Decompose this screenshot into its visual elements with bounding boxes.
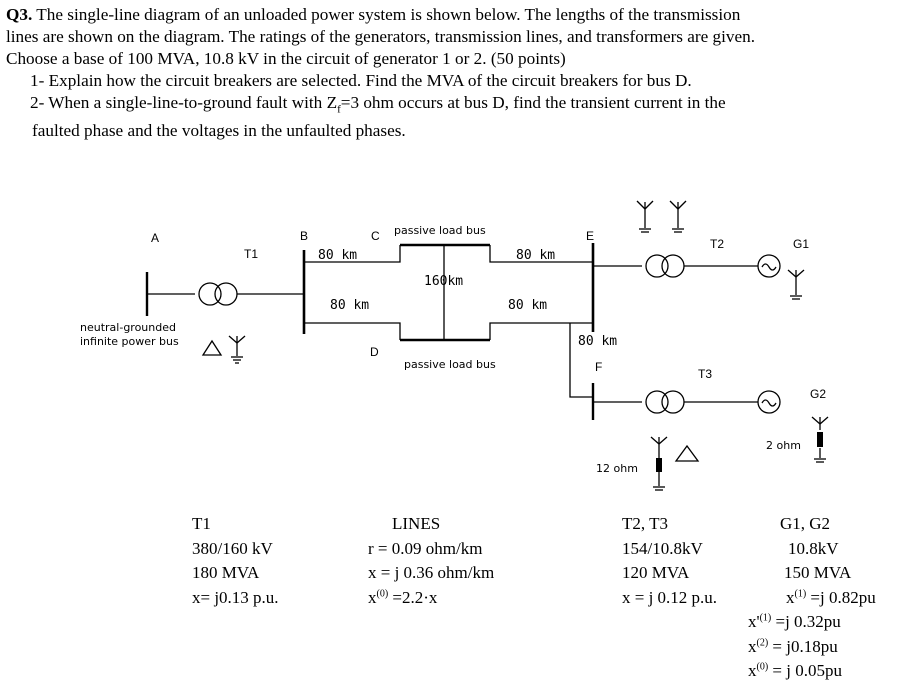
bus-b-label: B [300,229,308,243]
question-text: Q3. The single-line diagram of an unload… [6,4,918,142]
transformer-t3 [645,390,685,414]
bus-f-label: F [595,360,602,374]
bus-a-label: A [151,231,159,245]
g2-label: G2 [810,387,826,401]
t2-wye-symbols [636,200,687,233]
single-line-diagram: A T1 B C passive load bus 80 km 160km 80… [80,200,829,491]
g2-ground-resistance-label: 2 ohm [766,439,801,452]
line-e-f-length: 80 km [578,334,617,349]
t2-t3-ratings: T2, T3 154/10.8kV 120 MVA x = j 0.12 p.u… [622,514,718,607]
line-d-e [489,322,593,340]
bus-c-label: C [371,229,380,243]
question-item-2: 2- When a single-line-to-ground fault wi… [30,93,726,116]
question-item-1: 1- Explain how the circuit breakers are … [30,71,692,90]
line-d-e-length: 80 km [508,298,547,313]
infinite-bus-label-2: infinite power bus [80,335,179,348]
generator-g2 [757,390,781,414]
line-ratings: LINES r = 0.09 ohm/km x = j 0.36 ohm/km … [368,514,495,607]
infinite-bus-label-1: neutral-grounded [80,321,176,334]
question-line: faulted phase and the voltages in the un… [32,121,406,141]
line-e-f [569,323,593,398]
t1-label: T1 [244,247,258,261]
bus-e-label: E [586,229,594,243]
passive-load-bus-top-label: passive load bus [394,224,486,237]
line-b-d-length: 80 km [330,298,369,313]
g2-ground-symbol [811,416,829,463]
t3-ground-resistance-label: 12 ohm [596,462,638,475]
generator-g1 [757,254,781,278]
question-number: Q3. [6,5,33,24]
t2-label: T2 [710,237,724,251]
t3-label: T3 [698,367,712,381]
g2-ground-resistor [817,432,823,447]
line-b-d [304,322,401,340]
passive-load-bus-bottom-label: passive load bus [404,358,496,371]
question-line: lines are shown on the diagram. The rati… [6,27,756,46]
g1-label: G1 [793,237,809,251]
t1-delta-wye-symbol [201,335,246,364]
question-intro: Q3. The single-line diagram of an unload… [6,5,741,24]
question-line: Choose a base of 100 MVA, 10.8 kV in the… [6,49,566,68]
t1-ratings: T1 380/160 kV 180 MVA x= j0.13 p.u. [192,514,279,607]
transformer-t1 [198,282,238,306]
transformer-t2 [645,254,685,278]
line-c-e-length: 80 km [516,248,555,263]
generator-ratings: G1, G2 10.8kV 150 MVA x(1) =j 0.82pu x'(… [748,514,876,680]
line-b-c-length: 80 km [318,248,357,263]
line-c-d-length: 160km [424,274,463,289]
t3-ground-resistor [656,458,662,472]
line-c-e [489,245,593,263]
g1-ground-symbol [787,269,805,300]
bus-d-label: D [370,345,379,359]
line-b-c [304,245,401,263]
